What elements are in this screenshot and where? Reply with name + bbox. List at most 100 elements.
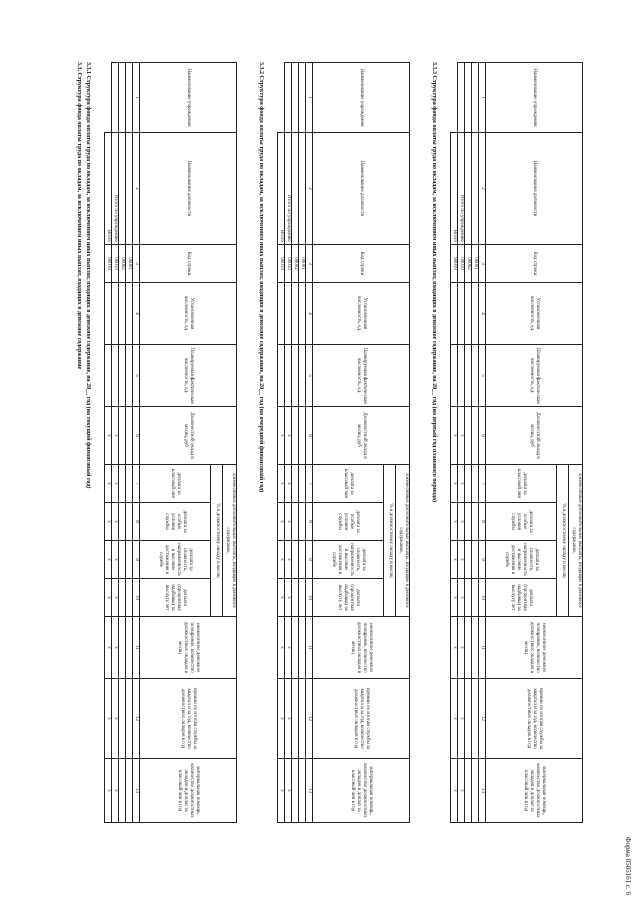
col-number: 12 <box>305 678 313 759</box>
row-value: x <box>104 540 112 579</box>
col-number: 13 <box>478 758 486 823</box>
row-value <box>464 464 472 503</box>
row-code: 00002 <box>291 244 299 283</box>
col-number: 10 <box>132 578 140 617</box>
row-value <box>464 678 472 759</box>
row-value: x <box>277 578 285 617</box>
table-row: 00002 <box>291 62 299 823</box>
col-number: 10 <box>305 578 313 617</box>
col-number: 7 <box>305 464 313 503</box>
row-value <box>291 282 299 345</box>
col-header-planned-count: Планируемая фактическая численность, ед. <box>485 344 583 407</box>
row-value: x <box>277 464 285 503</box>
col-header-c7: доплата за классный чин <box>485 464 557 503</box>
col-header-c8: доплата за особые условия службы <box>139 502 211 541</box>
col-header-monthly-bonus: ежемесячное денежное поощрение, количест… <box>312 616 410 679</box>
row-value-last: x <box>277 758 285 823</box>
row-institution <box>291 62 299 133</box>
row-institution <box>125 62 133 133</box>
col-number: 9 <box>132 540 140 579</box>
row-value <box>125 406 133 465</box>
col-number: 9 <box>305 540 313 579</box>
row-value <box>298 578 306 617</box>
row-value <box>291 616 299 679</box>
row-value <box>471 616 479 679</box>
row-value <box>125 344 133 407</box>
row-value: x <box>104 578 112 617</box>
row-value: x <box>104 464 112 503</box>
row-value-last: x <box>450 758 458 823</box>
section-heading: 3.3.3 Структура фонда оплаты труда по ок… <box>431 62 437 503</box>
row-value: x <box>111 406 119 465</box>
col-number: 4 <box>478 282 486 345</box>
row-value <box>277 344 285 407</box>
col-number: 8 <box>132 502 140 541</box>
row-value <box>111 344 119 407</box>
row-position <box>471 132 479 245</box>
row-position: Всего <box>104 132 112 245</box>
col-number: 3 <box>132 244 140 283</box>
row-value <box>471 464 479 503</box>
row-value: x <box>277 678 285 759</box>
row-value <box>291 406 299 465</box>
col-header-group: Ежемесячные дополнительные выплаты, вход… <box>395 464 410 617</box>
row-code: 00001 <box>298 244 306 283</box>
row-value <box>118 502 126 541</box>
col-header-position: Наименование должности <box>312 132 410 245</box>
col-number: 8 <box>478 502 486 541</box>
row-code: 00002 <box>464 244 472 283</box>
col-header-position: Наименование должности <box>139 132 237 245</box>
col-header-established-count: Установленная численность, ед. <box>485 282 583 345</box>
row-value <box>284 282 292 345</box>
row-value <box>291 578 299 617</box>
row-value <box>471 540 479 579</box>
row-institution <box>457 62 465 133</box>
col-number: 5 <box>132 344 140 407</box>
row-value <box>450 282 458 345</box>
row-value <box>464 616 472 679</box>
row-institution <box>464 62 472 133</box>
row-institution <box>298 62 306 133</box>
col-number: 11 <box>305 616 313 679</box>
col-header-established-count: Установленная численность, ед. <box>139 282 237 345</box>
row-value <box>464 406 472 465</box>
col-header-c9: доплата за сложность, напряженность и вы… <box>139 540 211 579</box>
col-header-institution: Наименование учреждения <box>485 62 583 133</box>
row-value <box>471 678 479 759</box>
row-institution <box>450 62 458 133</box>
col-header-c7: доплата за классный чин <box>139 464 211 503</box>
row-value <box>125 540 133 579</box>
main-heading: 3.3. Структура фонда оплаты труда по окл… <box>76 62 82 370</box>
row-value: x <box>111 540 119 579</box>
col-header-planned-count: Планируемая фактическая численность, ед. <box>312 344 410 407</box>
row-code: 90010 <box>450 244 458 283</box>
row-value <box>471 578 479 617</box>
form-id: Форма 0505161 с. 6 <box>624 836 632 895</box>
col-number: 5 <box>478 344 486 407</box>
col-number: 1 <box>478 62 486 133</box>
row-value <box>464 540 472 579</box>
row-value: x <box>284 616 292 679</box>
row-value <box>291 540 299 579</box>
row-value: x <box>277 540 285 579</box>
table-row: 00001 <box>471 62 479 823</box>
table-row: 00002 <box>464 62 472 823</box>
row-institution <box>277 62 285 133</box>
row-value <box>298 282 306 345</box>
row-value <box>471 502 479 541</box>
col-number: 3 <box>478 244 486 283</box>
col-header-group-sub: % к должностному окладу в месяц <box>210 464 223 617</box>
row-position <box>464 132 472 245</box>
col-header-group-sub: % к должностному окладу в месяц <box>383 464 396 617</box>
col-number: 11 <box>132 616 140 679</box>
row-value <box>118 678 126 759</box>
row-code: 00010 <box>111 244 119 283</box>
col-header-c10: доплата (процентная надбавка) за выслугу… <box>139 578 211 617</box>
row-value <box>104 282 112 345</box>
row-value <box>284 344 292 407</box>
col-header-material-aid: материальная помощь, количество должност… <box>485 758 583 823</box>
